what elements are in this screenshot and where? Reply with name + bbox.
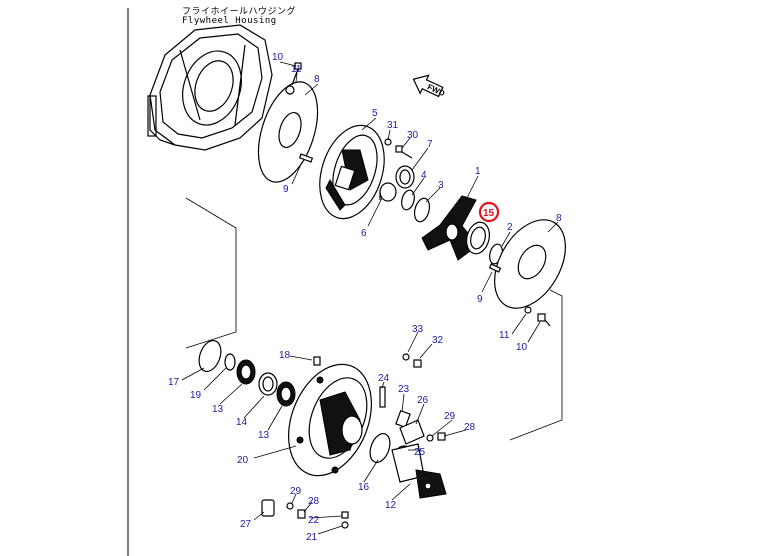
callout-32[interactable]: 32 (432, 335, 444, 346)
callout-30[interactable]: 30 (407, 130, 419, 141)
callout-10[interactable]: 10 (516, 342, 528, 353)
washer-part (426, 434, 434, 442)
callout-7[interactable]: 7 (427, 139, 433, 150)
callout-12[interactable]: 12 (385, 500, 397, 511)
bolt-part (313, 356, 321, 366)
callout-13[interactable]: 13 (258, 430, 270, 441)
callout-8[interactable]: 8 (556, 213, 562, 224)
bolt-part (341, 511, 349, 519)
plate-part (399, 419, 425, 445)
callout-21[interactable]: 21 (306, 532, 318, 543)
callout-3[interactable]: 3 (438, 180, 444, 191)
callout-31[interactable]: 31 (387, 120, 399, 131)
sleeve-part (395, 409, 411, 429)
bolt-part (537, 313, 551, 327)
callout-18[interactable]: 18 (279, 350, 291, 361)
callout-28[interactable]: 28 (464, 422, 476, 433)
bearing-part (276, 381, 296, 407)
bolt-part (437, 432, 446, 441)
washer-part (402, 353, 410, 361)
bolt-part (413, 359, 422, 368)
transfer-housing-part (288, 363, 372, 477)
callout-26[interactable]: 26 (417, 395, 429, 406)
washer-part (224, 353, 236, 371)
coupling-spider-part (421, 195, 479, 261)
washer-part (341, 521, 349, 529)
yoke-shaft-part (391, 443, 447, 499)
callout-19[interactable]: 19 (190, 390, 202, 401)
callout-10[interactable]: 10 (272, 52, 284, 63)
callout-22[interactable]: 22 (308, 515, 320, 526)
callout-8[interactable]: 8 (314, 74, 320, 85)
washer-part (286, 502, 294, 510)
callout-4[interactable]: 4 (421, 170, 427, 181)
diagram-title-english: Flywheel Housing (182, 16, 277, 26)
callout-15[interactable]: 15 (483, 208, 495, 219)
callout-5[interactable]: 5 (372, 108, 378, 119)
ring-part (413, 197, 431, 223)
callout-14[interactable]: 14 (236, 417, 248, 428)
snap-ring-part (198, 339, 222, 373)
bearing-part (395, 165, 415, 189)
callout-9[interactable]: 9 (477, 294, 483, 305)
callout-29[interactable]: 29 (444, 411, 456, 422)
callout-1[interactable]: 1 (475, 166, 481, 177)
bolt-part (297, 509, 306, 519)
dowel-pin-part (488, 263, 502, 273)
callout-20[interactable]: 20 (237, 455, 249, 466)
spacer-part (258, 372, 278, 396)
callout-6[interactable]: 6 (361, 228, 367, 239)
callout-17[interactable]: 17 (168, 377, 180, 388)
callout-29[interactable]: 29 (290, 486, 302, 497)
callout-13[interactable]: 13 (212, 404, 224, 415)
pump-housing-part (319, 124, 385, 220)
spacer-part (379, 182, 397, 202)
bolt-part (395, 145, 413, 159)
forward-arrow-icon: FWD (412, 74, 446, 98)
assembly-bracket-line (185, 197, 237, 349)
callout-16[interactable]: 16 (358, 482, 370, 493)
callout-11[interactable]: 11 (291, 64, 302, 75)
callout-33[interactable]: 33 (412, 324, 424, 335)
dowel-pin-part (298, 153, 314, 163)
flywheel-housing-part (147, 24, 273, 151)
cap-part (261, 499, 275, 517)
callout-labels: 10 11 8 9 5 31 30 7 4 3 1 6 15 2 8 9 11 … (168, 52, 562, 543)
seal-ring-inner (470, 226, 486, 250)
callout-9[interactable]: 9 (283, 184, 289, 195)
washer-part (524, 306, 532, 314)
assembly-bracket-line (509, 289, 563, 441)
seal-part (379, 386, 386, 408)
diagram-title-japanese: フライホイールハウジング (182, 5, 296, 17)
callout-11[interactable]: 11 (499, 330, 510, 341)
leader-lines (181, 61, 559, 535)
snap-ring-part (401, 189, 415, 211)
callout-23[interactable]: 23 (398, 384, 410, 395)
gasket-plate-part (494, 219, 566, 309)
bearing-part (236, 359, 256, 385)
callout-28[interactable]: 28 (308, 496, 320, 507)
callout-25[interactable]: 25 (414, 447, 426, 458)
callout-24[interactable]: 24 (378, 373, 390, 384)
callout-2[interactable]: 2 (507, 222, 513, 233)
o-ring-part (369, 432, 391, 464)
callout-27[interactable]: 27 (240, 519, 252, 530)
callout-15-highlight[interactable]: 15 (478, 201, 500, 223)
